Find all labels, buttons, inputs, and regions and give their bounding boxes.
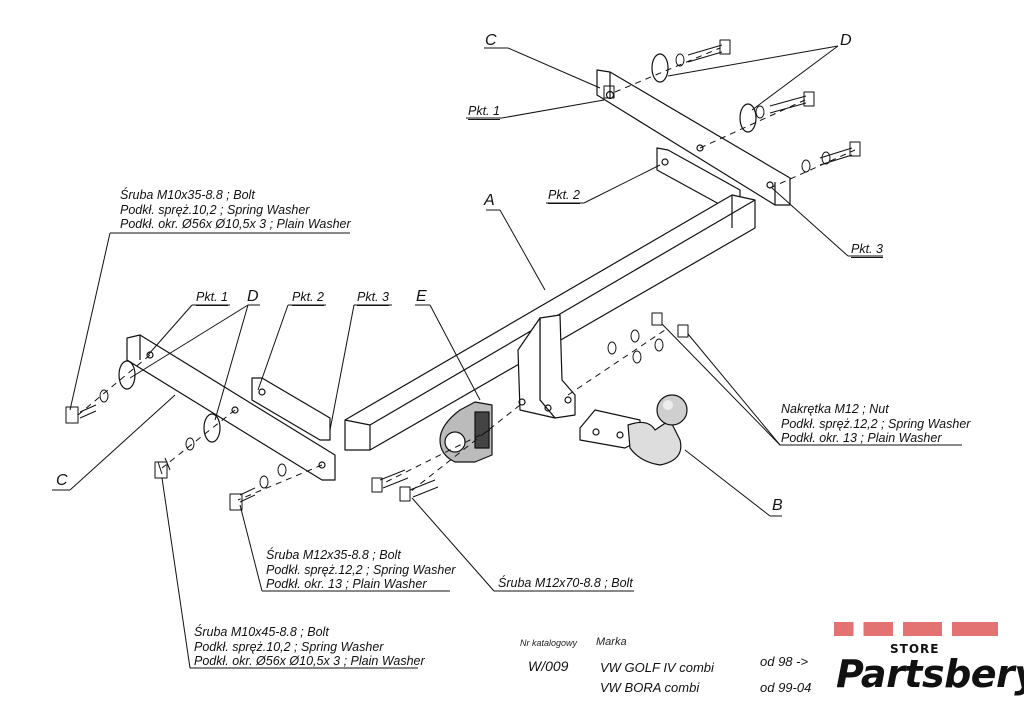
- pkt3-top-label: Pkt. 3: [851, 242, 883, 258]
- catalog-model-2: VW BORA combi: [600, 680, 700, 695]
- socket-plate: [439, 401, 493, 463]
- callout-m10x45: Śruba M10x45-8.8 ; Bolt Podkł. spręż.10,…: [194, 625, 425, 669]
- label-c-top: C: [485, 32, 497, 49]
- label-b: B: [772, 497, 783, 514]
- callout-line: Śruba M12x35-8.8 ; Bolt: [266, 548, 401, 562]
- label-e: E: [416, 288, 427, 305]
- pkt1-left-label: Pkt. 1: [196, 290, 228, 306]
- callout-nut: Nakrętka M12 ; Nut Podkł. spręż.12,2 ; S…: [781, 402, 970, 446]
- catalog-table: Nr katalogowy Marka W/009 VW GOLF IV com…: [520, 636, 820, 716]
- callout-line: Podkł. spręż.10,2 ; Spring Washer: [194, 639, 384, 654]
- catalog-model-1: VW GOLF IV combi: [600, 660, 714, 675]
- bolts: [65, 39, 861, 511]
- callout-m10x35: Śruba M10x35-8.8 ; Bolt Podkł. spręż.10,…: [120, 188, 351, 232]
- large-washers: [118, 53, 757, 443]
- callout-line: Śruba M12x70-8.8 ; Bolt: [498, 576, 633, 590]
- pkt2-top-label: Pkt. 2: [548, 188, 580, 204]
- catalog-number: W/009: [528, 658, 569, 674]
- label-a: A: [484, 192, 495, 209]
- catalog-year-1: od 98 ->: [760, 654, 809, 669]
- callout-line: Podkł. okr. Ø56x Ø10,5x 3 ; Plain Washer: [120, 217, 351, 231]
- callout-line: Podkł. okr. 13 ; Plain Washer: [781, 431, 942, 445]
- assembly-dashed-lines: [77, 47, 856, 501]
- callout-m12x35: Śruba M12x35-8.8 ; Bolt Podkł. spręż.12,…: [266, 548, 455, 592]
- catalog-marka-label: Marka: [596, 636, 627, 648]
- label-d-left: D: [247, 288, 259, 305]
- logo-wordmark: Partsbery: [836, 652, 1024, 696]
- callout-line: Nakrętka M12 ; Nut: [781, 402, 889, 416]
- pkt1-top-label: Pkt. 1: [468, 104, 500, 120]
- catalog-nr-label: Nr katalogowy: [520, 638, 578, 648]
- label-d-top: D: [840, 32, 852, 49]
- callout-line: Podkł. spręż.10,2 ; Spring Washer: [120, 202, 310, 217]
- callout-line: Podkł. okr. 13 ; Plain Washer: [266, 577, 427, 591]
- center-bracket: [517, 314, 576, 419]
- logo-accent-strip: [834, 622, 998, 636]
- left-mounting-bracket: [126, 334, 336, 481]
- leader-lines: [52, 45, 962, 669]
- callout-m12x70: Śruba M12x70-8.8 ; Bolt: [498, 576, 633, 591]
- small-washers-nuts: [99, 53, 831, 489]
- callout-line: Śruba M10x45-8.8 ; Bolt: [194, 625, 329, 639]
- pkt2-left-label: Pkt. 2: [292, 290, 324, 306]
- callout-line: Podkł. okr. Ø56x Ø10,5x 3 ; Plain Washer: [194, 654, 425, 668]
- partsbery-logo: STORE Partsbery: [820, 618, 1024, 718]
- callout-line: Śruba M10x35-8.8 ; Bolt: [120, 188, 255, 202]
- towball-assembly: [579, 394, 688, 466]
- callout-line: Podkł. spręż.12,2 ; Spring Washer: [781, 416, 971, 431]
- logo-store-text: STORE: [890, 642, 940, 656]
- callout-line: Podkł. spręż.12,2 ; Spring Washer: [266, 562, 456, 577]
- label-c-left: C: [56, 472, 68, 489]
- pkt3-left-label: Pkt. 3: [357, 290, 389, 306]
- catalog-year-2: od 99-04: [760, 680, 812, 695]
